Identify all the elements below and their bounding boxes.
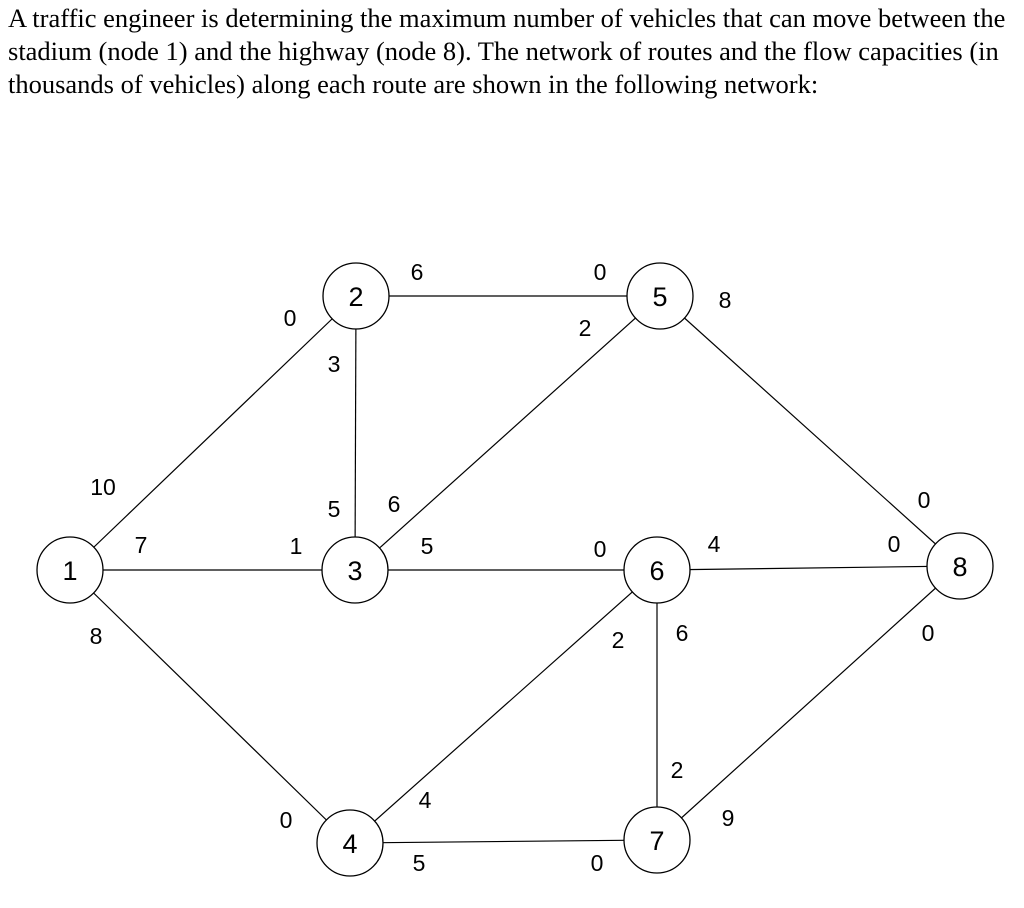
capacity-label-4-6-from: 4 [419, 787, 432, 813]
node-label-6: 6 [649, 556, 664, 586]
node-6: 6 [623, 536, 691, 604]
edge-4-7 [349, 839, 658, 844]
capacity-label-2-5-from: 6 [411, 259, 424, 285]
node-circle [322, 262, 390, 330]
node-circle [36, 536, 104, 604]
edge-6-8 [656, 565, 961, 571]
capacity-label-3-6-to: 0 [594, 536, 607, 562]
capacity-label-4-6-to: 2 [612, 627, 625, 653]
capacity-label-6-7-from: 6 [676, 620, 689, 646]
node-4: 4 [316, 809, 384, 877]
capacity-label-6-7-to: 2 [671, 757, 684, 783]
edge-1-4 [69, 569, 351, 844]
capacity-label-7-8-to: 0 [922, 620, 935, 646]
capacity-label-1-2-from: 10 [90, 474, 116, 500]
node-circle [623, 806, 691, 874]
edges [69, 295, 961, 844]
node-label-3: 3 [347, 556, 362, 586]
capacity-label-1-4-to: 0 [280, 807, 293, 833]
node-circle [626, 262, 694, 330]
node-circle [926, 532, 994, 600]
capacity-label-3-6-from: 5 [421, 533, 434, 559]
problem-statement: A traffic engineer is determining the ma… [8, 3, 1006, 99]
node-5: 5 [626, 262, 694, 330]
capacity-label-3-5-to: 2 [579, 315, 592, 341]
capacity-label-1-3-to: 1 [290, 533, 303, 559]
capacity-label-5-8-from: 8 [719, 287, 732, 313]
node-label-4: 4 [342, 829, 357, 859]
capacity-label-6-8-to: 0 [888, 531, 901, 557]
node-label-8: 8 [952, 552, 967, 582]
node-8: 8 [926, 532, 994, 600]
node-label-2: 2 [348, 282, 363, 312]
node-label-1: 1 [62, 556, 77, 586]
capacity-label-5-8-to: 0 [918, 487, 931, 513]
capacity-label-2-3-from: 3 [328, 351, 341, 377]
node-label-7: 7 [649, 826, 664, 856]
capacity-label-4-7-to: 0 [591, 850, 604, 876]
edge-3-5 [354, 295, 661, 571]
edge-5-8 [659, 295, 961, 567]
node-3: 3 [321, 536, 389, 604]
capacity-label-7-8-from: 9 [722, 805, 735, 831]
capacity-label-1-2-to: 0 [284, 305, 297, 331]
edge-1-2 [69, 295, 357, 571]
capacity-label-3-5-from: 6 [388, 491, 401, 517]
node-2: 2 [322, 262, 390, 330]
node-label-5: 5 [652, 282, 667, 312]
node-7: 7 [623, 806, 691, 874]
capacity-label-2-5-to: 0 [594, 259, 607, 285]
capacity-label-4-7-from: 5 [413, 850, 426, 876]
edge-7-8 [656, 565, 961, 841]
capacity-label-2-3-to: 5 [328, 496, 341, 522]
capacity-label-1-3-from: 7 [135, 532, 148, 558]
node-circle [623, 536, 691, 604]
node-circle [321, 536, 389, 604]
node-1: 1 [36, 536, 104, 604]
edge-2-3 [354, 295, 357, 571]
capacity-label-1-4-from: 8 [90, 623, 103, 649]
node-circle [316, 809, 384, 877]
capacity-label-6-8-from: 4 [708, 531, 721, 557]
edge-4-6 [349, 569, 658, 844]
